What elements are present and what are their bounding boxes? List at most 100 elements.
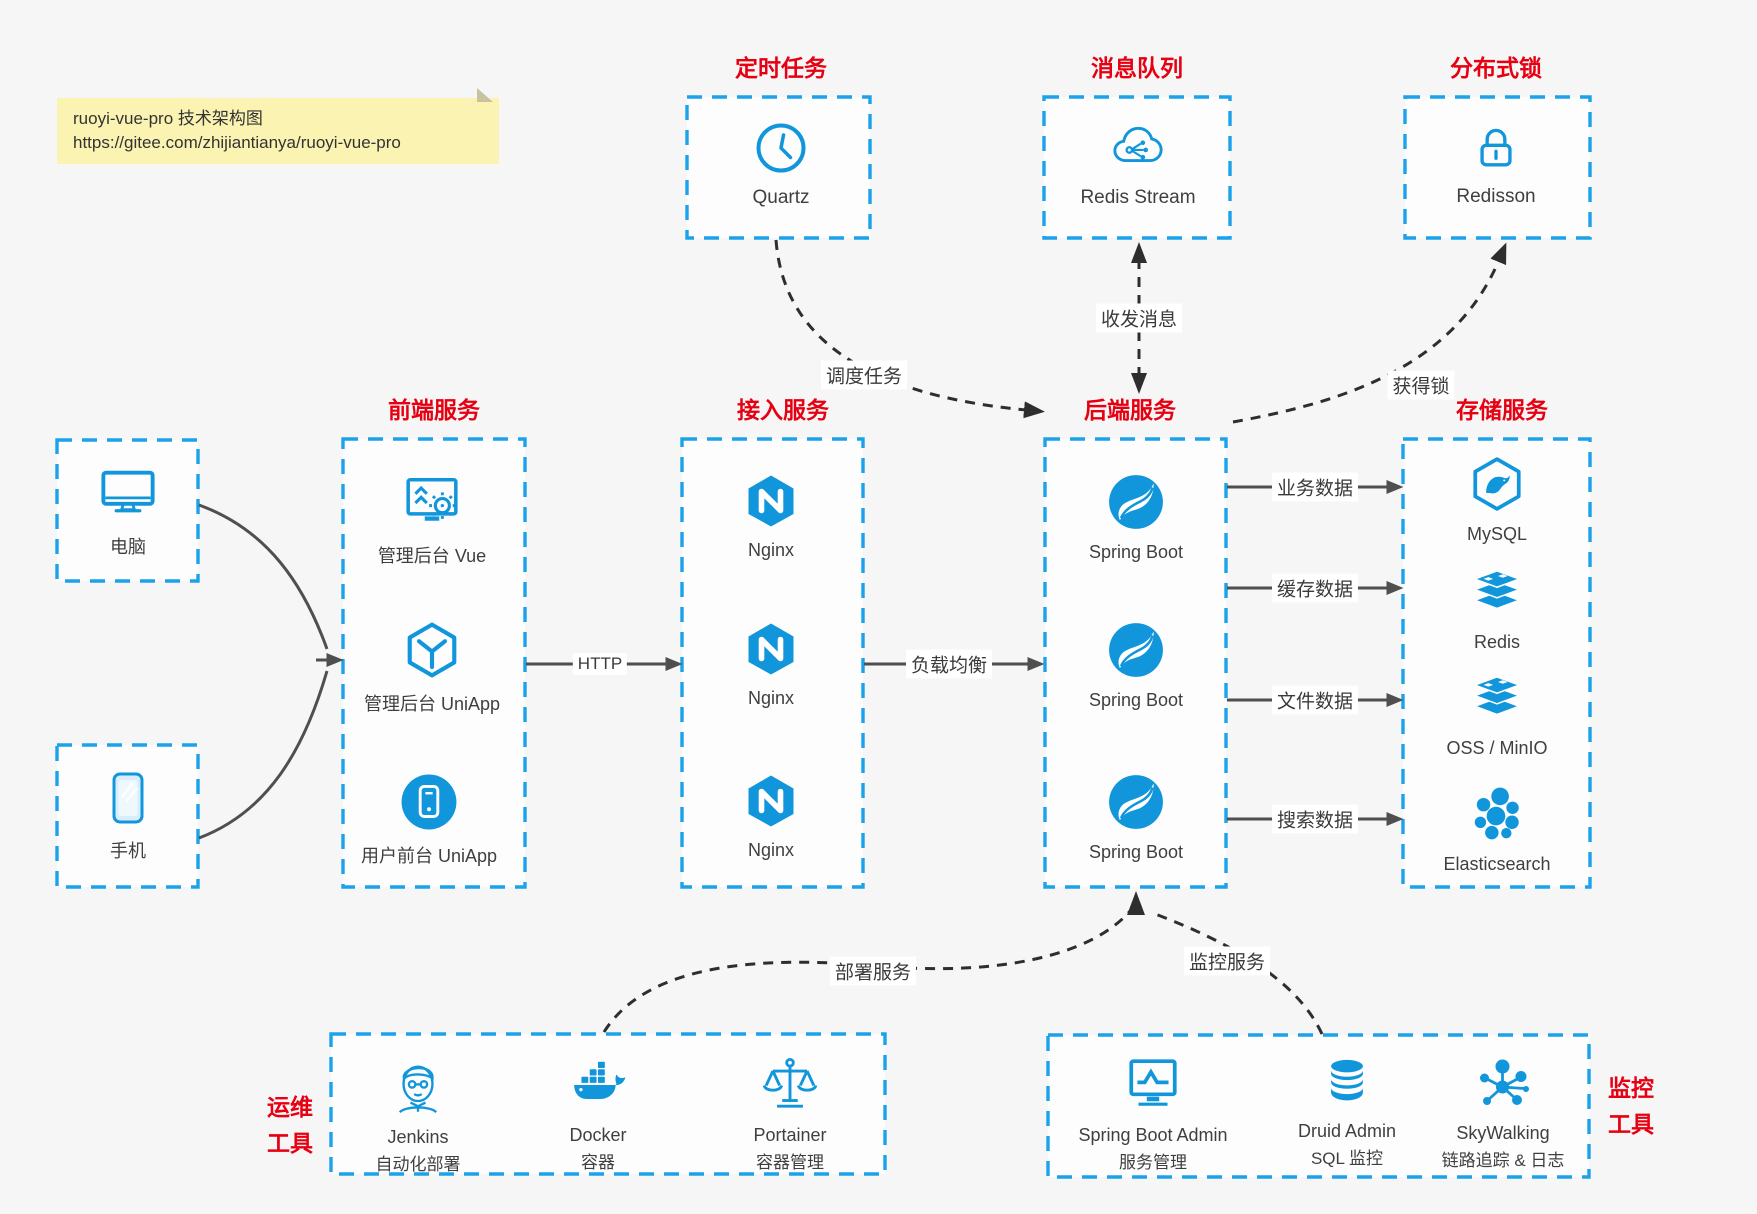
title-access: 接入服务 xyxy=(737,397,829,423)
node-springboot-1: Spring Boot xyxy=(1036,473,1236,563)
uniapp-cube-icon xyxy=(332,621,532,684)
edge-label-message: 收发消息 xyxy=(1095,303,1183,333)
edge-label-lock: 获得锁 xyxy=(1387,370,1455,400)
node-spring-boot-admin-label: Spring Boot Admin xyxy=(1078,1125,1228,1145)
nginx-icon xyxy=(671,773,871,834)
edge-label-cache-data: 缓存数据 xyxy=(1271,573,1359,603)
edge-get-lock xyxy=(1232,242,1507,424)
sticky-note: ruoyi-vue-pro 技术架构图 https://gitee.com/zh… xyxy=(57,88,499,164)
node-jenkins-desc: 自动化部署 xyxy=(375,1155,461,1174)
nginx-icon xyxy=(671,621,871,682)
node-user-uniapp: 用户前台 UniApp xyxy=(329,773,529,868)
title-scheduled-tasks: 定时任务 xyxy=(735,55,827,81)
node-jenkins-label: Jenkins xyxy=(387,1127,449,1147)
node-spring-boot-admin-desc: 服务管理 xyxy=(1119,1153,1187,1172)
side-label-ops-line1: 运维 xyxy=(267,1094,313,1120)
admin-vue-icon xyxy=(332,473,532,536)
side-label-monitor-line2: 工具 xyxy=(1608,1111,1654,1137)
skywalking-icon xyxy=(1403,1056,1603,1117)
side-label-ops-line2: 工具 xyxy=(267,1130,313,1156)
druid-icon xyxy=(1247,1056,1447,1115)
node-druid-admin-desc: SQL 监控 xyxy=(1310,1149,1384,1168)
node-phone: 手机 xyxy=(28,770,228,863)
title-backend: 后端服务 xyxy=(1084,397,1176,423)
node-mysql: MySQL xyxy=(1397,455,1597,545)
node-redis: Redis xyxy=(1397,567,1597,653)
node-skywalking-desc: 链路追踪 & 日志 xyxy=(1441,1151,1565,1170)
note-fold-corner xyxy=(477,88,493,102)
side-label-ops: 运维工具 xyxy=(245,1089,335,1161)
edge-label-monitor: 监控服务 xyxy=(1183,946,1271,976)
node-skywalking-label: SkyWalking xyxy=(1456,1123,1550,1143)
node-user-uniapp-label: 用户前台 UniApp xyxy=(360,846,498,866)
node-springboot-3-label: Spring Boot xyxy=(1088,842,1184,862)
edge-label-file-data: 文件数据 xyxy=(1271,685,1359,715)
box-monitor-tools xyxy=(1046,1033,1591,1179)
spring-boot-admin-icon xyxy=(1053,1056,1253,1119)
node-phone-label: 手机 xyxy=(110,841,146,861)
edge-label-deploy: 部署服务 xyxy=(829,956,917,986)
node-pc-label: 电脑 xyxy=(110,537,146,557)
node-admin-uniapp-label: 管理后台 UniApp xyxy=(363,694,501,714)
node-quartz-label: Quartz xyxy=(752,187,810,208)
node-docker-label: Docker xyxy=(569,1125,627,1145)
node-elasticsearch-label: Elasticsearch xyxy=(1443,854,1551,874)
node-nginx-1: Nginx xyxy=(671,473,871,561)
box-redis-stream xyxy=(1042,95,1232,240)
spring-icon xyxy=(1036,621,1236,684)
edge-label-business-data: 业务数据 xyxy=(1271,472,1359,502)
node-docker: Docker 容器 xyxy=(498,1056,698,1173)
side-label-monitor-line1: 监控 xyxy=(1608,1075,1654,1101)
node-mysql-label: MySQL xyxy=(1466,524,1527,544)
side-label-monitor: 监控工具 xyxy=(1586,1070,1676,1142)
node-spring-boot-admin: Spring Boot Admin 服务管理 xyxy=(1053,1056,1253,1173)
edge-phone-frontend xyxy=(198,670,329,840)
node-redisson: Redisson xyxy=(1396,123,1596,208)
box-redisson xyxy=(1403,95,1592,240)
node-portainer-label: Portainer xyxy=(753,1125,827,1145)
spring-icon xyxy=(1036,473,1236,536)
lock-icon xyxy=(1396,123,1596,180)
dashed-arrowheads xyxy=(1127,242,1147,915)
node-redis-label: Redis xyxy=(1473,632,1521,652)
node-nginx-3-label: Nginx xyxy=(747,840,795,860)
spring-icon xyxy=(1036,773,1236,836)
title-message-queue: 消息队列 xyxy=(1091,55,1183,81)
node-nginx-3: Nginx xyxy=(671,773,871,861)
title-storage: 存储服务 xyxy=(1456,397,1548,423)
node-docker-desc: 容器 xyxy=(581,1153,615,1172)
edge-label-search-data: 搜索数据 xyxy=(1271,804,1359,834)
edge-label-load-balance: 负载均衡 xyxy=(905,649,993,679)
node-springboot-1-label: Spring Boot xyxy=(1088,542,1184,562)
nginx-icon xyxy=(671,473,871,534)
elasticsearch-icon xyxy=(1397,785,1597,848)
clock-icon xyxy=(681,120,881,181)
note-url: https://gitee.com/zhijiantianya/ruoyi-vu… xyxy=(73,133,401,152)
desktop-icon xyxy=(28,462,228,527)
uniapp-phone-icon xyxy=(329,773,529,836)
node-redisson-label: Redisson xyxy=(1456,186,1536,207)
node-admin-uniapp: 管理后台 UniApp xyxy=(332,621,532,716)
jenkins-icon xyxy=(318,1056,518,1121)
edge-label-http: HTTP xyxy=(572,653,628,675)
node-nginx-1-label: Nginx xyxy=(747,540,795,560)
node-springboot-3: Spring Boot xyxy=(1036,773,1236,863)
node-jenkins: Jenkins 自动化部署 xyxy=(318,1056,518,1175)
node-pc: 电脑 xyxy=(28,462,228,559)
phone-icon xyxy=(28,770,228,831)
message-arrowhead-up xyxy=(1131,242,1147,263)
node-oss-minio: OSS / MinIO xyxy=(1397,673,1597,759)
cloud-stream-icon xyxy=(1038,122,1238,181)
title-frontend: 前端服务 xyxy=(388,397,480,423)
node-quartz: Quartz xyxy=(681,120,881,209)
portainer-icon xyxy=(690,1056,890,1119)
node-oss-minio-label: OSS / MinIO xyxy=(1446,738,1548,758)
box-quartz xyxy=(685,95,872,240)
node-nginx-2: Nginx xyxy=(671,621,871,709)
message-arrowhead-down xyxy=(1131,373,1147,394)
edge-label-schedule: 调度任务 xyxy=(820,360,908,390)
node-druid-admin-label: Druid Admin xyxy=(1297,1121,1397,1141)
docker-icon xyxy=(498,1056,698,1119)
